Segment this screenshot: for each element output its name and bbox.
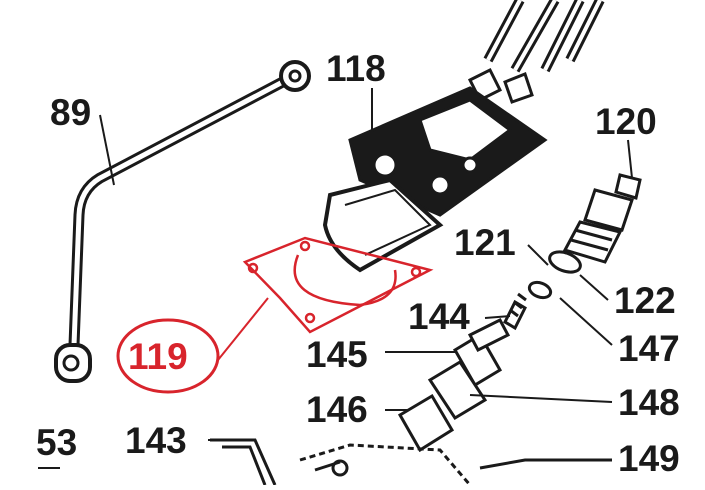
part-label-149: 149 — [618, 438, 680, 479]
part-label-143: 143 — [125, 420, 187, 461]
bracket-143-drawing — [210, 438, 472, 486]
part-label-120: 120 — [595, 101, 657, 142]
spring-144-drawing — [503, 292, 527, 331]
part-label-53: 53 — [36, 422, 78, 463]
part-label-122: 122 — [614, 280, 676, 321]
part-label-146: 146 — [306, 389, 368, 430]
fitting-120-drawing — [562, 173, 642, 264]
leader-lines — [38, 88, 633, 469]
pipe-89-drawing — [54, 60, 311, 383]
leader-119 — [217, 297, 269, 361]
callout-119-ring — [116, 318, 220, 394]
gasket-119-drawing — [242, 236, 434, 334]
seal-121-drawing — [527, 250, 582, 300]
part-label-121: 121 — [454, 222, 516, 263]
part-label-144: 144 — [408, 296, 470, 337]
pipe-149-drawing — [479, 458, 612, 470]
part-label-89: 89 — [50, 92, 92, 133]
part-label-118: 118 — [326, 48, 386, 89]
part-label-148: 148 — [618, 382, 680, 423]
part-label-145: 145 — [306, 334, 368, 375]
part-label-119-highlighted: 119 — [128, 336, 188, 377]
valve-145-148-drawing — [397, 318, 511, 453]
pump-118-drawing — [322, 0, 605, 273]
part-label-147: 147 — [618, 328, 680, 369]
